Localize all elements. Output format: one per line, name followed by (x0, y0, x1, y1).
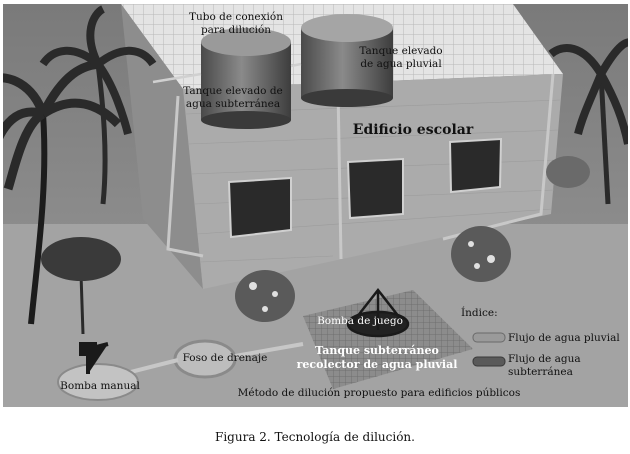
label-collector-tank: Tanque subterráneo (315, 344, 439, 357)
label-subterranean-tank: Tanque elevado de (183, 85, 283, 97)
label-hand-pump: Bomba manual (60, 380, 140, 392)
window (450, 139, 501, 192)
label-play-pump: Bomba de juego (317, 315, 403, 327)
window (348, 159, 403, 218)
dilution-diagram: Tubo de conexión para dilución Tanque el… (3, 4, 628, 407)
legend-swatch-pluvial (473, 333, 505, 342)
legend-label-pluvial: Flujo de agua pluvial (508, 332, 620, 344)
window (229, 178, 291, 237)
label-school-building: Edificio escolar (353, 122, 474, 138)
legend-label-subterranean: subterránea (508, 366, 573, 378)
label-pluvial-tank: Tanque elevado (359, 45, 442, 57)
label-drainage-pit: Foso de drenaje (183, 352, 268, 364)
tank-subterranean (201, 28, 291, 129)
label-method: Método de dilución propuesto para edific… (238, 387, 521, 399)
legend-swatch-subterranean (473, 357, 505, 366)
label-subterranean-tank: agua subterránea (186, 98, 280, 110)
legend-label-subterranean: Flujo de agua (508, 353, 581, 365)
legend-title: Índice: (461, 305, 498, 319)
label-pluvial-tank: de agua pluvial (360, 58, 442, 70)
figure-caption: Figura 2. Tecnología de dilución. (0, 430, 630, 444)
label-connection-tube: Tubo de conexión (189, 11, 283, 23)
label-collector-tank: recolector de agua pluvial (297, 358, 458, 371)
label-connection-tube: para dilución (201, 24, 271, 36)
